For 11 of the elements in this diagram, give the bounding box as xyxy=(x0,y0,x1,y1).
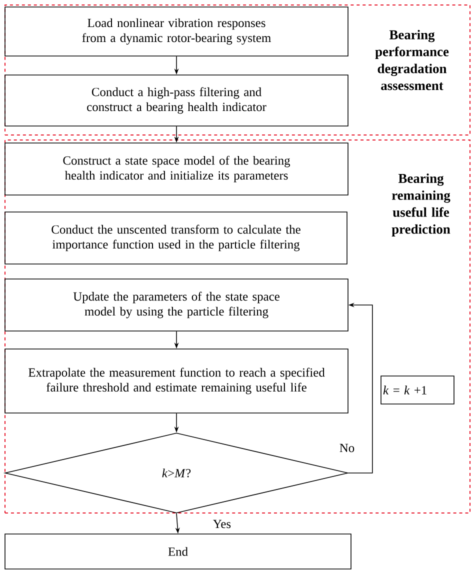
process-box: Conduct the unscented transform to calculate the importance function used in the particle filtering xyxy=(4,212,348,264)
group-heading: Bearing remaining useful life prediction xyxy=(392,174,450,236)
counter-box: k = k +1 xyxy=(380,376,454,404)
process-box: Update the parameters of the state space model by using the particle filtering xyxy=(4,278,348,332)
edge-label: Yes xyxy=(212,518,232,530)
process-box: Load nonlinear vibration responses from a dynamic rotor-bearing system xyxy=(4,6,348,56)
process-box: End xyxy=(4,534,352,570)
process-box: Extrapolate the measurement function to reach a specified failure threshold and estimate remaining useful life xyxy=(4,348,348,414)
group-heading: Bearing performance degradation assessment xyxy=(375,30,449,90)
process-box: Construct a state space model of the bearing health indicator and initialize its parameters xyxy=(4,142,348,196)
process-box: Conduct a high-pass filtering and construct a bearing health indicator xyxy=(4,74,348,126)
